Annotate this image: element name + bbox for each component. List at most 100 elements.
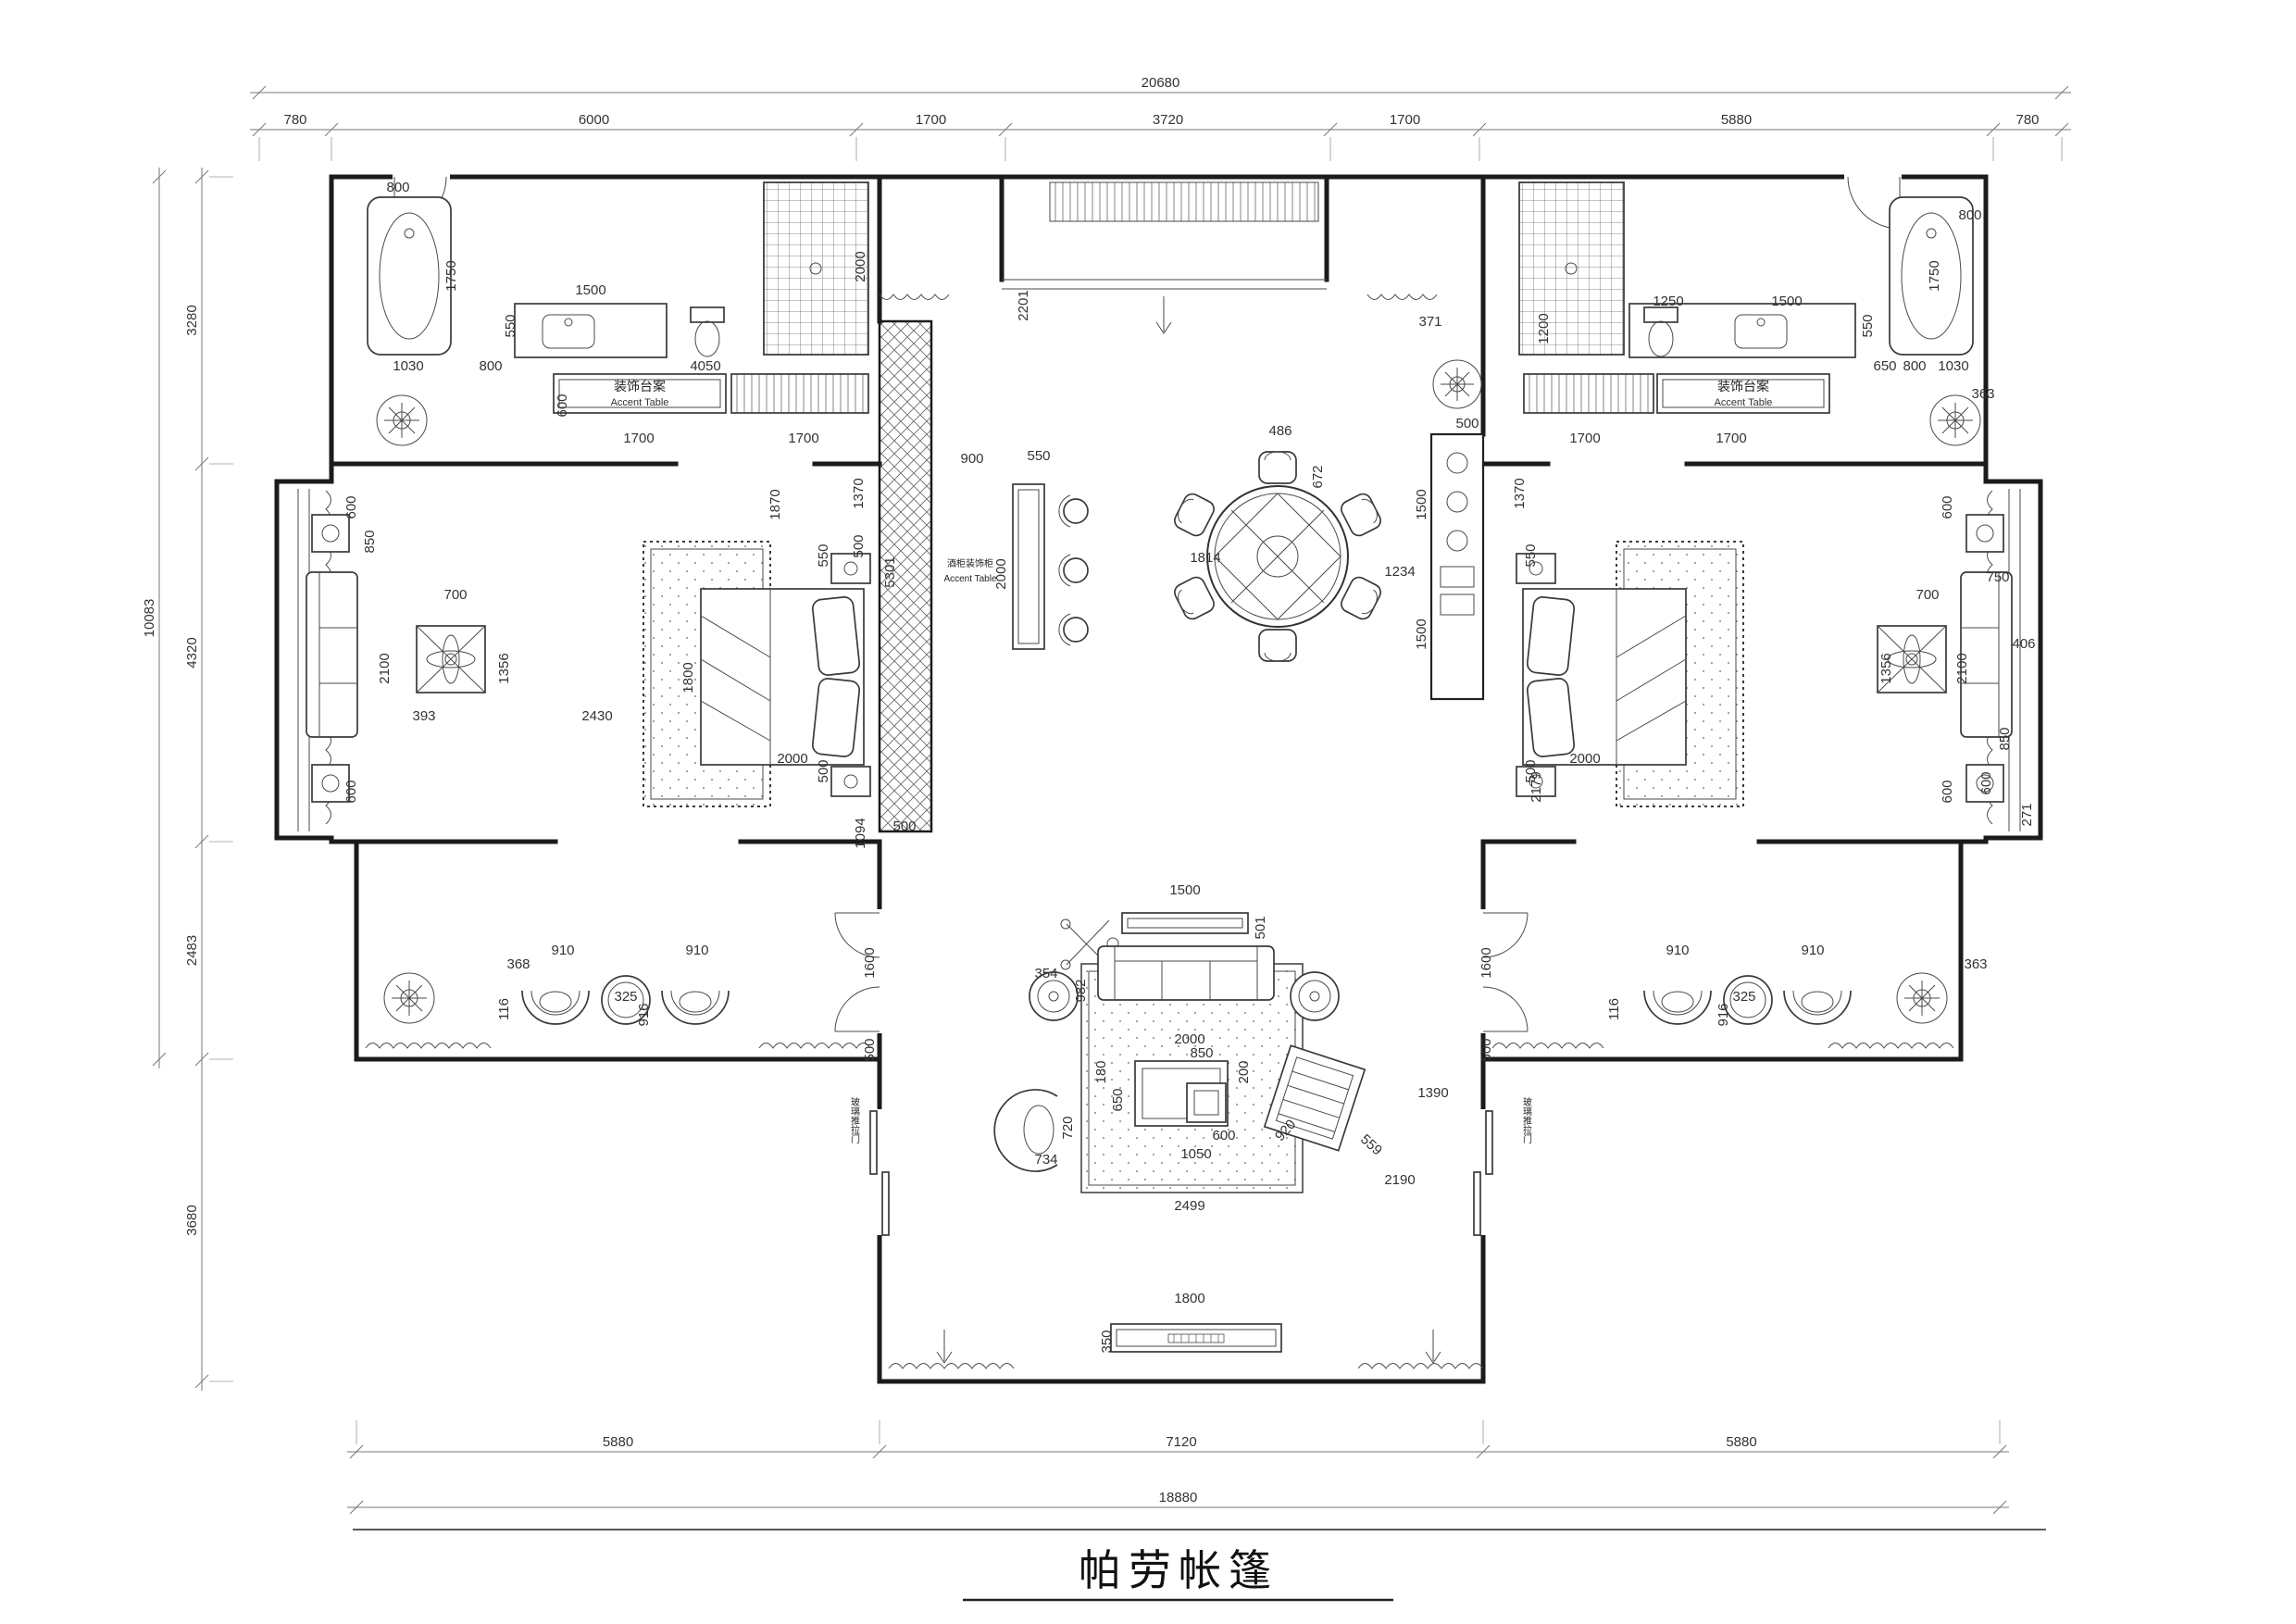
dim-label: 406 — [2012, 636, 2035, 652]
dim-label: 1700 — [1569, 431, 1600, 446]
dim-label: 600 — [1978, 771, 1994, 794]
dim-label: 500 — [1455, 416, 1479, 431]
window-seat-sofa-right — [1960, 571, 2013, 738]
dim-label: 1700 — [1716, 431, 1746, 446]
barrel-chair — [1643, 990, 1712, 1025]
bathtub-left — [367, 196, 452, 356]
dim-label: 600 — [343, 495, 359, 518]
dim-label: 1370 — [851, 478, 867, 508]
dim-label: 500 — [851, 534, 867, 557]
dim-label: 700 — [1915, 587, 1939, 603]
dim-label: 850 — [1997, 727, 2013, 750]
dim-label: 116 — [1606, 998, 1622, 1020]
accent-table-label-left-en: Accent Table — [611, 397, 669, 408]
curtain-scallop — [1366, 294, 1438, 300]
plant — [1929, 394, 1981, 446]
dim-label: 3680 — [184, 1205, 200, 1235]
coffee-table — [1134, 1060, 1229, 1127]
dim-label: 910 — [1801, 943, 1824, 958]
entry-arrow — [1155, 296, 1172, 334]
sofa — [1097, 945, 1275, 1001]
dim-label: 1700 — [623, 431, 654, 446]
dim-label: 350 — [1099, 1330, 1115, 1353]
lounge-wing-left — [521, 975, 730, 1025]
plants — [376, 359, 1981, 1024]
plant — [376, 394, 428, 446]
dimension-chain: 18880 — [347, 1490, 2009, 1515]
bathroom-left — [367, 181, 869, 414]
sofa-console — [1121, 912, 1249, 934]
accent-table-label-right-en: Accent Table — [1715, 397, 1773, 408]
sliding-door-right — [1473, 1110, 1493, 1236]
pillow — [1526, 678, 1576, 757]
entry-mat — [1049, 181, 1319, 222]
barrel-chair — [661, 990, 730, 1025]
tv-console — [1110, 1323, 1282, 1353]
side-lamp-table — [1290, 971, 1340, 1021]
lounge-chair — [993, 1089, 1058, 1172]
dim-label: 2000 — [1569, 751, 1600, 767]
dim-label: 4050 — [690, 358, 720, 374]
dim-label: 720 — [1060, 1116, 1076, 1139]
dim-label: 180 — [1093, 1060, 1109, 1083]
dim-label: 1500 — [1414, 489, 1429, 519]
dim-label: 368 — [506, 956, 530, 972]
living-room — [993, 912, 1366, 1353]
stool — [1058, 554, 1089, 587]
dim-label: 5880 — [603, 1434, 633, 1450]
dim-label: 1700 — [916, 112, 946, 128]
dim-label: 916 — [1716, 1003, 1731, 1026]
dim-label: 2000 — [993, 558, 1009, 589]
dim-label: 910 — [685, 943, 708, 958]
pillow — [811, 596, 861, 676]
dim-label: 1356 — [496, 653, 512, 683]
bathtub-right — [1889, 196, 1974, 356]
bedroom-left — [306, 514, 871, 807]
bathroom-right — [1518, 181, 1974, 414]
dim-label: 1600 — [862, 947, 878, 978]
dim-label: 500 — [1523, 759, 1539, 782]
nightstand — [830, 553, 871, 584]
wine-cabinet-label-en: Accent Table — [943, 574, 997, 584]
bed-left — [700, 588, 865, 766]
dim-label: 200 — [1236, 1060, 1252, 1083]
dim-label: 271 — [2019, 803, 2035, 826]
dim-label: 734 — [1034, 1152, 1057, 1168]
dim-label: 4320 — [184, 637, 200, 668]
drawing-title: 帕劳帐篷 — [1079, 1547, 1279, 1594]
dim-label: 500 — [816, 759, 831, 782]
dim-label: 18880 — [1159, 1490, 1198, 1505]
dim-label: 600 — [343, 780, 359, 803]
bar-sink — [1446, 530, 1468, 552]
dim-label: 2190 — [1384, 1172, 1415, 1188]
dim-label: 1800 — [680, 662, 696, 693]
side-table — [1965, 764, 2004, 803]
dim-label: 6000 — [579, 112, 609, 128]
dim-label: 1390 — [1417, 1085, 1448, 1101]
bar-sink — [1446, 452, 1468, 474]
dim-label: 780 — [2015, 112, 2039, 128]
dim-label: 2000 — [853, 251, 868, 281]
dim-label: 800 — [1903, 358, 1926, 374]
toilet-right — [1643, 306, 1678, 357]
dim-label: 1200 — [1536, 313, 1552, 344]
dim-label: 500 — [862, 1038, 878, 1061]
glass-sliding-door-label-right: 玻璃推拉门 — [1521, 1096, 1532, 1144]
wardrobe-left — [730, 373, 869, 414]
dim-label: 2483 — [184, 935, 200, 966]
dim-label: 916 — [636, 1003, 652, 1026]
text-labels: 装饰台案 Accent Table 装饰台案 Accent Table 酒柜装饰… — [611, 379, 1773, 1144]
nightstand — [830, 766, 871, 797]
dim-label: 550 — [1860, 314, 1876, 337]
dim-label: 850 — [1190, 1045, 1213, 1061]
plant — [383, 972, 435, 1024]
wine-partition-column — [878, 319, 933, 833]
dim-label: 500 — [1479, 1038, 1494, 1061]
accent-table-cabinet-left — [553, 373, 727, 414]
dim-label: 2179 — [1529, 771, 1544, 802]
deco-table-left — [416, 625, 486, 693]
dim-label: 5880 — [1721, 112, 1752, 128]
